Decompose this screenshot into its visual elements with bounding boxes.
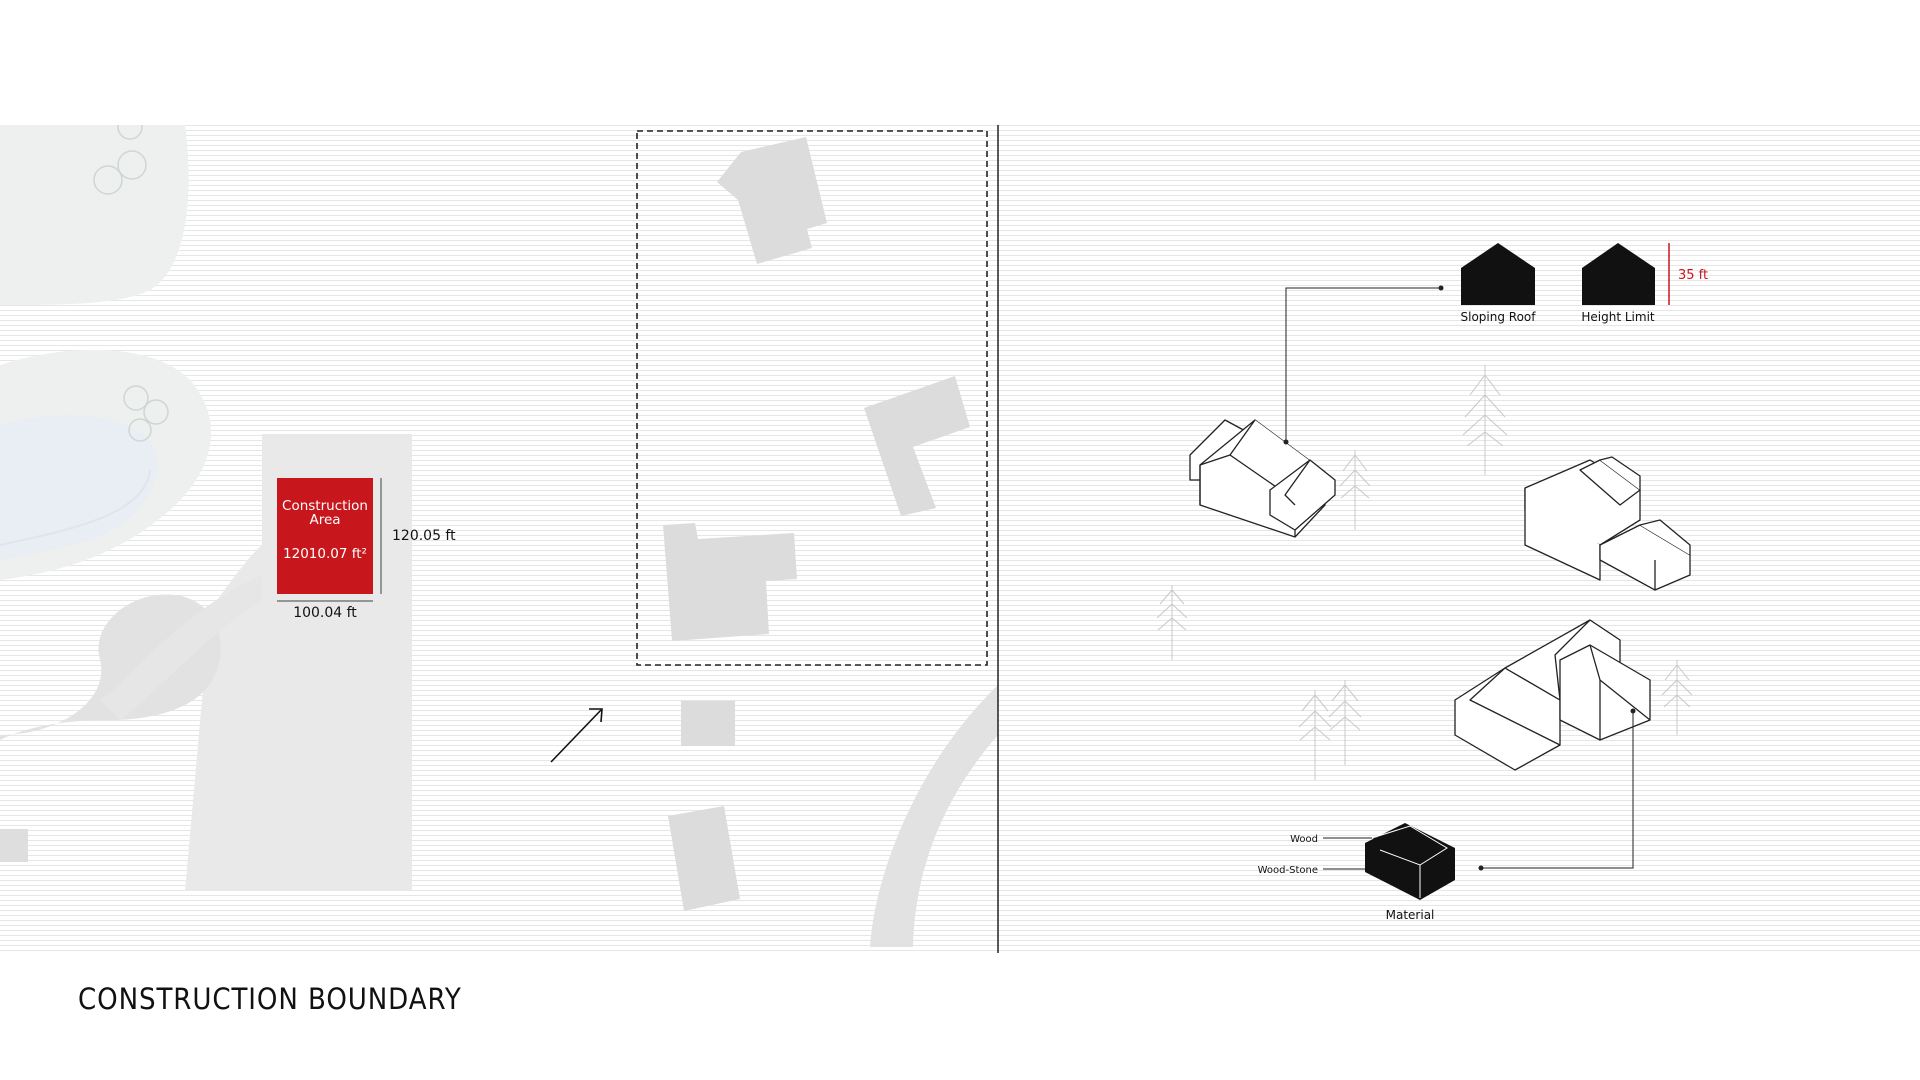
- building-model: [1524, 456, 1691, 591]
- sloping-roof-label: Sloping Roof: [1461, 310, 1537, 324]
- material-label: Material: [1386, 908, 1435, 922]
- pond: [0, 415, 158, 560]
- road: [870, 685, 998, 947]
- wood-stone-label: Wood-Stone: [1258, 865, 1318, 876]
- tree-icon: [1156, 365, 1693, 780]
- outbuilding: [0, 829, 28, 862]
- width-dimension-label: 100.04 ft: [293, 605, 357, 621]
- site-buildings: [663, 137, 970, 911]
- wood-label: Wood: [1290, 834, 1318, 845]
- height-dimension-label: 120.05 ft: [392, 528, 456, 544]
- construction-area-box: [277, 478, 373, 594]
- height-limit-icon: [1582, 243, 1655, 305]
- site-plan: Construction Area 12010.07 ft² 120.05 ft…: [0, 125, 998, 947]
- arrow-icon: [550, 708, 603, 763]
- axonometric-view: Sloping Roof Height Limit 35 ft Material…: [1156, 243, 1708, 922]
- landscape-area: [0, 125, 189, 305]
- height-limit-label: Height Limit: [1581, 310, 1655, 324]
- building-model: [1189, 419, 1336, 538]
- tree-icon: [93, 125, 169, 442]
- building-model: [1454, 619, 1651, 771]
- axon-ground: [998, 125, 1920, 953]
- building-footprint: [668, 806, 740, 911]
- sloping-roof-icon: [1461, 243, 1535, 305]
- construction-area-title: Area: [309, 512, 340, 528]
- figure-caption: CONSTRUCTION BOUNDARY: [78, 982, 462, 1016]
- material-icon: [1365, 823, 1455, 900]
- building-footprint: [663, 523, 797, 641]
- construction-boundary: [636, 130, 988, 666]
- road: [0, 594, 221, 740]
- building-footprint: [681, 701, 735, 746]
- building-footprint: [864, 376, 970, 516]
- driveway: [185, 545, 262, 891]
- building-footprint: [717, 137, 827, 264]
- construction-area-title: Construction: [282, 498, 368, 514]
- height-value-label: 35 ft: [1678, 268, 1708, 283]
- leader-line: [1285, 287, 1634, 870]
- construction-area-value: 12010.07 ft²: [283, 546, 367, 562]
